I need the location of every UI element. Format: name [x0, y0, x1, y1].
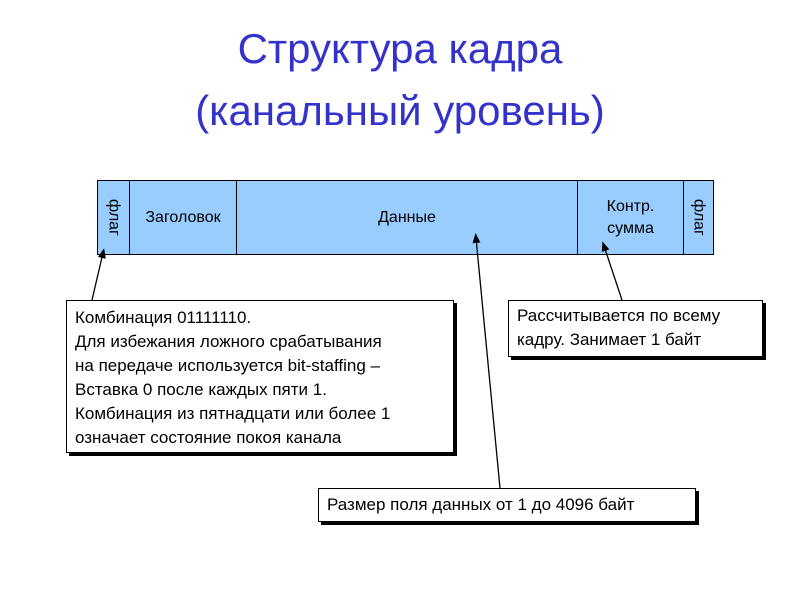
callout-flag-line: на передаче используется bit-staffing – — [75, 356, 380, 375]
field-flag-right: флаг — [684, 181, 713, 254]
callout-flag-line: означает состояние покоя канала — [75, 428, 342, 447]
arrow-flag — [91, 248, 106, 301]
arrow-data — [472, 233, 501, 489]
field-flag-left: флаг — [98, 181, 130, 254]
callout-checksum-line: кадру. Занимает 1 байт — [517, 330, 702, 349]
callout-flag-line: Комбинация из пятнадцати или более 1 — [75, 404, 391, 423]
callout-flag: Комбинация 01111110. Для избежания ложно… — [66, 300, 454, 453]
callout-flag-line: Вставка 0 после каждых пяти 1. — [75, 380, 327, 399]
callout-data: Размер поля данных от 1 до 4096 байт — [318, 488, 696, 522]
arrow-checksum — [601, 241, 623, 301]
callout-checksum: Рассчитывается по всему кадру. Занимает … — [508, 300, 763, 357]
field-data-label: Данные — [378, 208, 436, 226]
field-header-label: Заголовок — [145, 208, 221, 226]
field-header: Заголовок — [130, 181, 237, 254]
field-data: Данные — [237, 181, 578, 254]
callout-flag-line: Для избежания ложного срабатывания — [75, 332, 382, 351]
field-flag-left-label: флаг — [105, 199, 123, 236]
frame-structure: флаг Заголовок Данные Контр. сумма флаг — [97, 180, 714, 255]
field-checksum: Контр. сумма — [578, 181, 684, 254]
field-flag-right-label: флаг — [690, 199, 708, 236]
field-checksum-label-line1: Контр. — [606, 197, 655, 215]
callout-checksum-line: Рассчитывается по всему — [517, 306, 721, 325]
page-subtitle: (канальный уровень) — [195, 87, 605, 134]
field-checksum-label-line2: сумма — [607, 219, 654, 237]
page-title: Структура кадра — [237, 25, 563, 72]
callout-flag-line: Комбинация 01111110. — [75, 308, 252, 327]
callout-data-text: Размер поля данных от 1 до 4096 байт — [327, 495, 635, 514]
